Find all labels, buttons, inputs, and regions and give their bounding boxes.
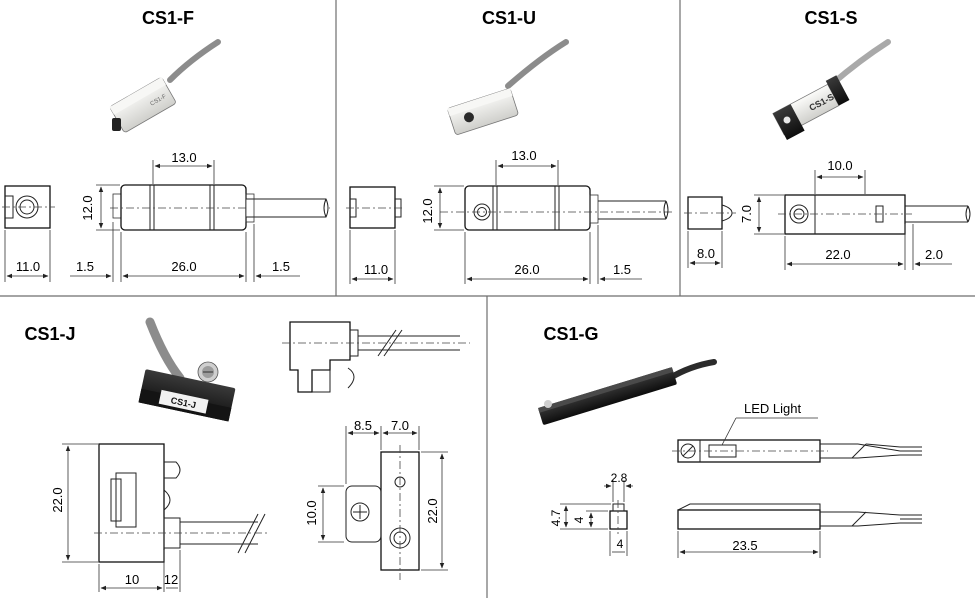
side-view [677, 503, 922, 530]
end-view [684, 196, 736, 230]
dim-label: 10.0 [304, 500, 319, 525]
led-light-label: LED Light [744, 401, 801, 416]
front-view [345, 445, 420, 580]
panel-cs1-f: CS1-F CS1-F [2, 8, 330, 282]
panel-title: CS1-U [482, 8, 536, 28]
dim-label: 2.0 [925, 247, 943, 262]
dim-label: 12.0 [80, 195, 95, 220]
sensor-photo: CS1-J [138, 317, 236, 422]
sensor-photo [447, 39, 569, 135]
end-view [2, 185, 55, 229]
dim-label: 8.5 [354, 418, 372, 433]
top-view [282, 321, 470, 393]
panel-title: CS1-G [543, 324, 598, 344]
side-view [440, 185, 672, 231]
dimensions: 13.0 12.0 11.0 26.0 1.5 [349, 148, 642, 284]
dim-label: 4.7 [549, 509, 563, 526]
panel-title: CS1-F [142, 8, 194, 28]
dim-label: 10 [125, 572, 139, 587]
sensor-photo [538, 359, 717, 425]
end-view [609, 500, 628, 534]
dim-label: 13.0 [511, 148, 536, 163]
side-view [778, 194, 971, 235]
dim-label: 26.0 [514, 262, 539, 277]
dim-label: 10.0 [827, 158, 852, 173]
dim-label: 22.0 [825, 247, 850, 262]
dim-label: 1.5 [613, 262, 631, 277]
dim-label: 4 [572, 516, 586, 523]
dim-label: 12.0 [420, 198, 435, 223]
dim-label: 11.0 [364, 262, 388, 277]
dim-label: 26.0 [171, 259, 196, 274]
panel-cs1-u: CS1-U [346, 8, 672, 284]
panel-cs1-g: CS1-G L [538, 324, 922, 558]
sensor-photo: CS1-F [109, 39, 221, 133]
panel-title: CS1-S [804, 8, 857, 28]
dim-label: 8.0 [697, 246, 715, 261]
side-view [110, 184, 330, 231]
top-view: LED Light [672, 401, 922, 463]
dimensions: 10.0 7.0 8.0 22.0 2.0 [687, 158, 952, 270]
panel-cs1-s: CS1-S CS1-S [684, 8, 971, 270]
sensor-photo: CS1-S [772, 39, 891, 140]
dim-label: 13.0 [171, 150, 196, 165]
panel-cs1-j: CS1-J CS1-J [24, 317, 470, 592]
dim-label: 23.5 [732, 538, 757, 553]
dim-label: 22.0 [425, 498, 440, 523]
end-view [346, 186, 405, 229]
dim-label: 7.0 [391, 418, 409, 433]
dim-label: 7.0 [739, 205, 754, 223]
dimensions: 22.0 10 12 8.5 7.0 10.0 22.0 [50, 418, 448, 592]
dimensions: 13.0 12.0 11.0 1.5 26.0 1.5 [4, 150, 300, 282]
dim-label: 4 [617, 537, 624, 551]
dim-label: 12 [164, 572, 178, 587]
dim-label: 1.5 [76, 259, 94, 274]
dim-label: 11.0 [16, 259, 40, 274]
dimensions: 2.8 4.7 4 4 23.5 [549, 471, 821, 558]
dim-label: 2.8 [611, 471, 628, 485]
side-view [94, 443, 270, 563]
dim-label: 1.5 [272, 259, 290, 274]
dim-label: 22.0 [50, 487, 65, 512]
panel-title: CS1-J [24, 324, 75, 344]
